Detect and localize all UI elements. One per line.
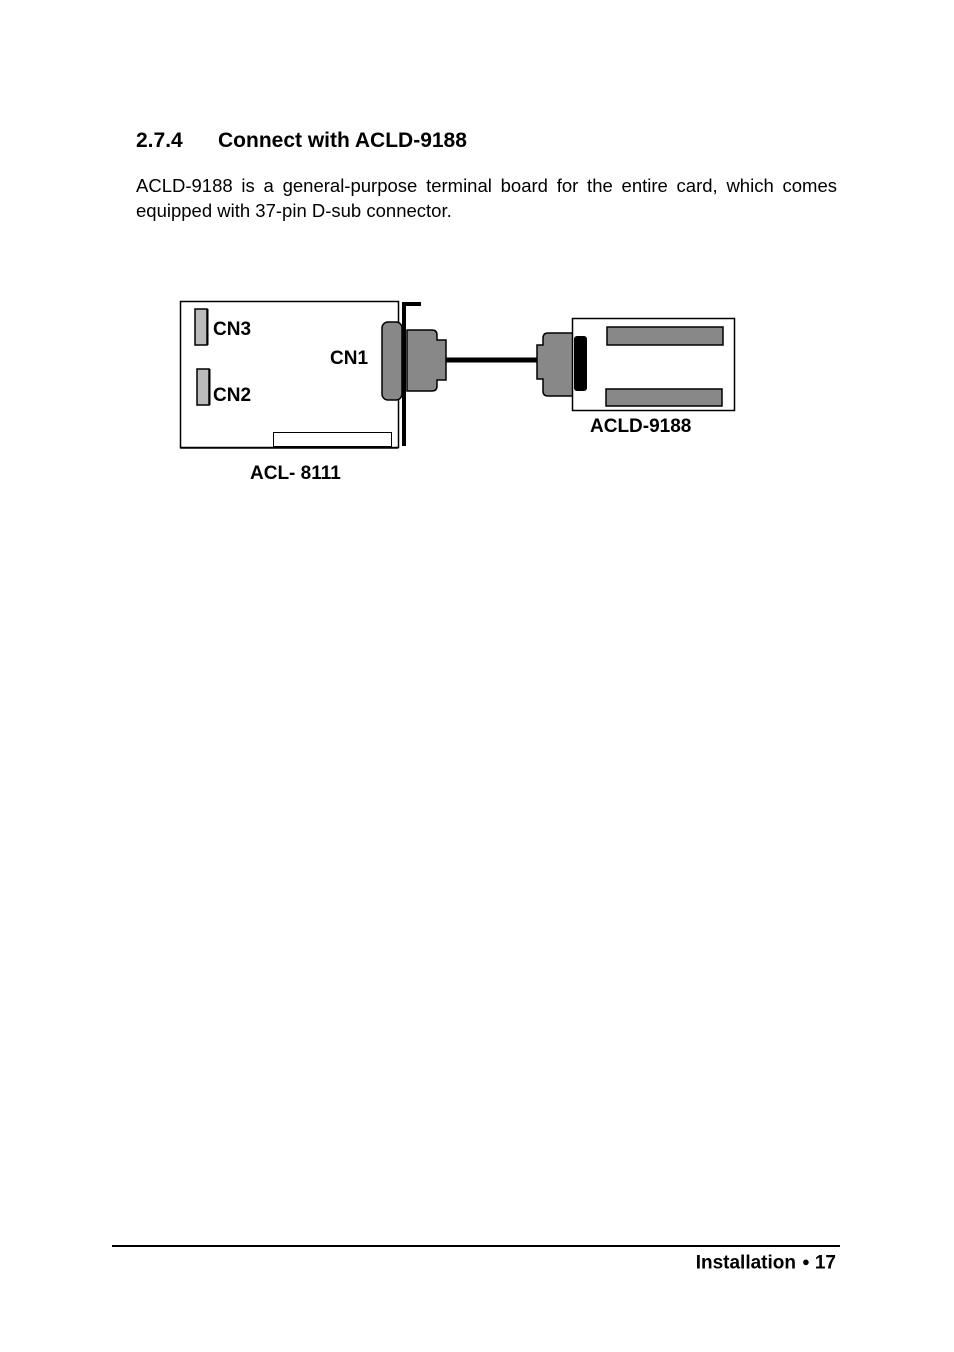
terminal-block-top [606, 326, 724, 346]
page-footer: Installation ● 17 [696, 1250, 836, 1277]
cn1-label: CN1 [330, 348, 368, 369]
cn2-header [196, 368, 210, 406]
page-number: 17 [814, 1252, 836, 1274]
edge-connector [273, 432, 392, 447]
cn2-label: CN2 [213, 385, 251, 406]
section-title: Connect with ACLD-9188 [218, 129, 467, 152]
cn3-header [194, 308, 208, 346]
section-heading: 2.7.4 Connect with ACLD-9188 [136, 128, 467, 154]
mounting-bracket [402, 302, 421, 446]
acl-8111-label: ACL- 8111 [250, 463, 341, 484]
cn3-label: CN3 [213, 319, 251, 340]
section-number: 2.7.4 [136, 129, 183, 152]
cn1-dsub-connector [381, 321, 403, 401]
cable-plug-right [536, 332, 579, 397]
footer-section-name: Installation [695, 1252, 796, 1274]
footer-rule [112, 1245, 840, 1247]
terminal-board-dsub [574, 336, 587, 391]
dsub-cable [406, 329, 579, 397]
body-paragraph: ACLD-9188 is a general-purpose terminal … [136, 175, 837, 221]
connection-diagram: CN3 CN2 CN1 ACL- 8111 ACLD-9188 [179, 300, 736, 484]
card-board-shadow [180, 447, 398, 449]
footer-bullet: ● [802, 1254, 810, 1269]
terminal-block-bottom [605, 388, 723, 407]
cable-plug-left [406, 329, 447, 392]
acld-9188-board: ACLD-9188 [571, 317, 736, 437]
acld-9188-label: ACLD-9188 [590, 416, 691, 437]
acl-8111-card: CN3 CN2 CN1 ACL- 8111 [179, 300, 421, 484]
